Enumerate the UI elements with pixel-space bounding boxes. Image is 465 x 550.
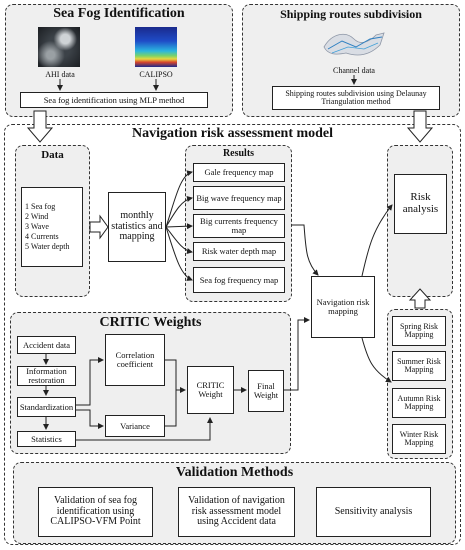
standardization-to-correlation-arrow [76,357,104,406]
data-list-box: 1 Sea fog 2 Wind 3 Wave 4 Currents 5 Wat… [21,187,83,267]
variance-to-critic-arrow [165,387,186,427]
season-box: Winter Risk Mapping [392,424,446,454]
data-item: 1 Sea fog [25,202,56,211]
final-weight-box: Final Weight [248,370,284,412]
correlation-to-critic-arrow [165,359,185,391]
critic-step-box: Standardization [17,397,76,417]
critic-weight-box: CRITIC Weight [187,366,234,414]
data-to-monthly-arrow [89,214,109,240]
ahi-label: AHI data [45,70,75,79]
critic-step-box: Information restoration [17,366,76,386]
results-to-mapping-arrow [292,224,319,276]
result-box: Risk water depth map [193,242,285,261]
data-item: 2 Wind [25,212,49,221]
validation-box: Validation of sea fog identification usi… [38,487,153,537]
channel-map-image [323,32,385,56]
delaunay-method-box: Shipping routes subdivision using Delaun… [272,86,440,110]
seasons-to-risk-block-arrow [408,288,432,309]
validation-title: Validation Methods [175,465,294,480]
calipso-label: CALIPSO [139,70,173,79]
standardization-to-variance-arrow [76,409,104,429]
monthly-to-result-arrow [165,223,193,230]
mapping-to-seasons-arrow [361,337,392,383]
data-item: 5 Water depth [25,242,70,251]
channel-data-label: Channel data [333,66,375,75]
monthly-to-result-arrow [165,226,193,254]
season-box: Autumn Risk Mapping [392,388,446,418]
calipso-image [135,27,177,67]
data-item: 3 Wave [25,222,49,231]
ahi-satellite-image [38,27,80,67]
monthly-statistics-box: monthly statistics and mapping [108,192,166,262]
season-box: Summer Risk Mapping [392,351,446,381]
data-title: Data [41,149,64,161]
nav-model-panel [4,124,461,545]
result-box: Sea fog frequency map [193,267,285,293]
data-item: 4 Currents [25,232,59,241]
variance-box: Variance [105,415,165,437]
mapping-to-risk-arrow [361,204,393,277]
shipping-block-arrow [406,110,434,143]
navigation-risk-mapping-box: Navigation risk mapping [311,276,375,338]
result-box: Gale frequency map [193,163,285,182]
monthly-to-result-arrow [165,170,193,228]
risk-analysis-box: Risk analysis [394,174,447,234]
result-box: Big wave frequency map [193,186,285,210]
results-title: Results [222,148,255,159]
final-to-mapping-arrow [284,317,310,391]
validation-box: Sensitivity analysis [316,487,431,537]
shipping-title: Shipping routes subdivision [280,7,422,21]
sea-fog-block-arrow [26,110,54,143]
sea-fog-title: Sea Fog Identification [53,6,185,21]
critic-title: CRITIC Weights [99,315,202,330]
monthly-to-result-arrow [165,226,193,281]
critic-step-box: Statistics [17,431,76,447]
nav-model-title: Navigation risk assessment model [131,126,334,141]
validation-box: Validation of navigation risk assessment… [178,487,295,537]
critic-step-box: Accident data [17,336,76,354]
monthly-to-result-arrow [165,196,193,228]
season-box: Spring Risk Mapping [392,316,446,346]
correlation-coefficient-box: Correlation coefficient [105,334,165,386]
result-box: Big currents frequency map [193,214,285,238]
statistics-to-final-arrow [76,417,213,441]
mlp-method-box: Sea fog identification using MLP method [20,92,208,108]
data-list: 1 Sea fog 2 Wind 3 Wave 4 Currents 5 Wat… [25,202,70,252]
